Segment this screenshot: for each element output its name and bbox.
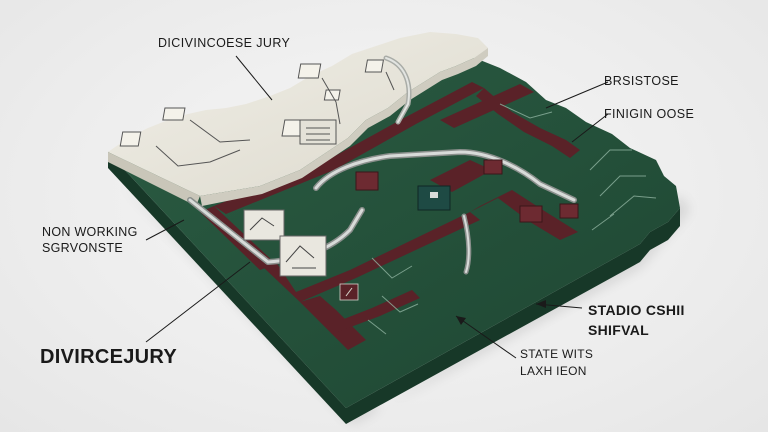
label-left-line-2: SGRVONSTE [42,241,123,255]
label-left-line-1: NON WORKING [42,225,138,239]
board-shadow [118,180,690,424]
leader-lines [145,55,609,359]
label-right-1: BRSISTOSE [604,74,679,88]
leader-arrowheads [456,300,546,325]
board-components [243,119,579,301]
label-right-3-line-2: SHIFVAL [588,322,649,338]
label-top: DICIVINCOESE JURY [158,36,291,50]
label-right-3-line-1: STADIO CSHII [588,302,685,318]
label-right-2: FINIGIN OOSE [604,107,695,121]
label-bottom-line-2: LAXH IEON [520,364,587,378]
cream-layer [108,32,488,196]
label-bottom-line-1: STATE WITS [520,347,594,361]
cream-layer-edge [108,152,200,206]
green-traces [367,103,657,335]
label-bottom: STATE WITS LAXH IEON [520,346,593,380]
cream-layer-edge-front [200,48,488,206]
board-edge-left [108,152,346,424]
label-big: DIVIRCEJURY [40,346,178,368]
board-edge-right [346,208,680,424]
label-right-3: STADIO CSHII SHIFVAL [588,300,685,340]
label-left: NON WORKING SGRVONSTE [42,224,138,256]
